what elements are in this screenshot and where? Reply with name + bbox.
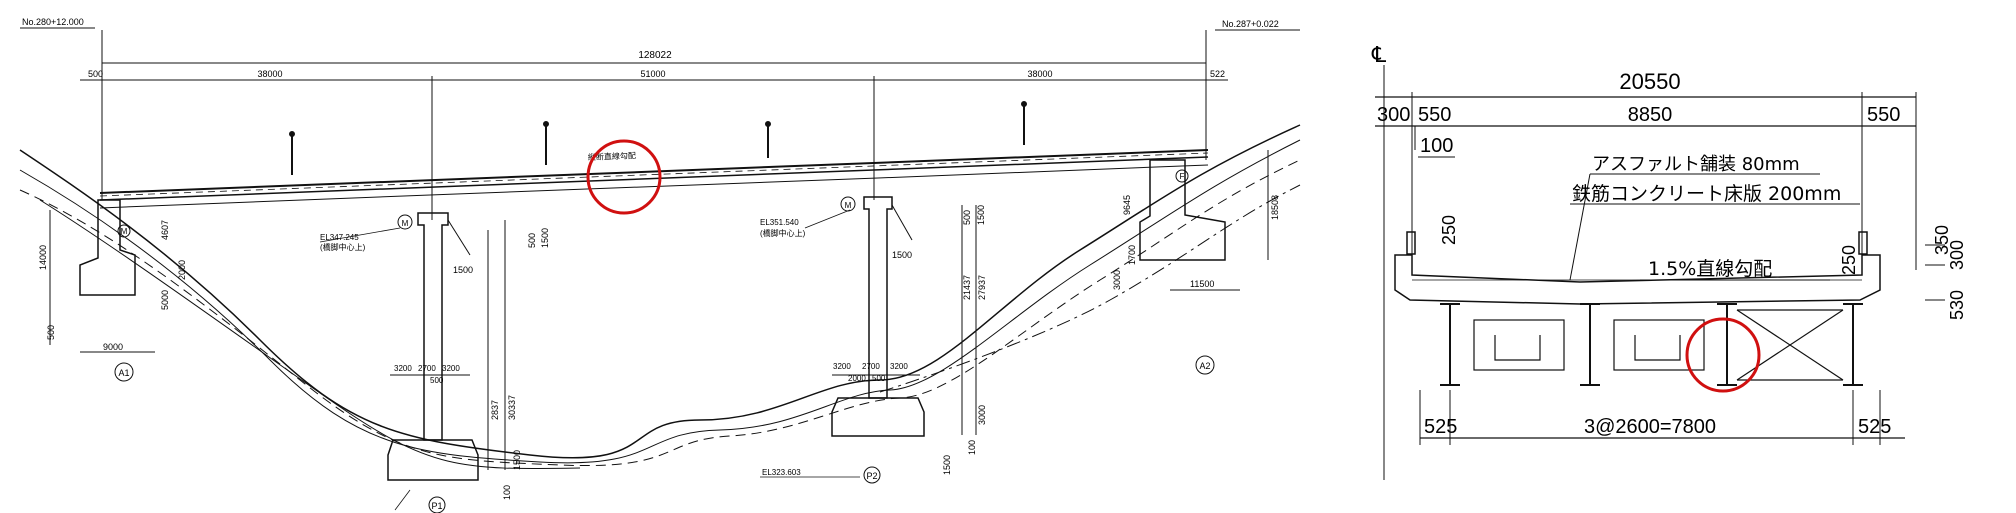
bearing-m-a1: M	[121, 227, 128, 236]
abut-left-dim-5: 500	[46, 325, 56, 340]
pier1-height-2: 30337	[507, 395, 517, 420]
abut-left-dim-2: 4607	[160, 220, 170, 240]
abut-left-dim-4: 5000	[160, 290, 170, 310]
depth-250-right: 250	[1839, 245, 1859, 275]
abut-left-dim-6: 9000	[103, 342, 123, 352]
pier2-dim-1500: 1500	[892, 250, 912, 260]
bridge-deck: 縦断直線勾配	[99, 149, 1209, 209]
pier2-width-3: 3200	[890, 362, 908, 371]
slab-note: 鉄筋コンクリート床版 200mm	[1572, 183, 1841, 205]
abut-right-dim-1: 9645	[1122, 195, 1132, 215]
abut-right-dim-4: 11500	[1190, 279, 1214, 289]
label-p1: P1	[431, 501, 442, 511]
pier2-foot-1: 3000	[977, 405, 987, 425]
highlight-circle-elevation	[586, 139, 662, 215]
terrain-profile	[19, 124, 1301, 470]
pier1-height-1: 2837	[490, 400, 500, 420]
bearing-m-p1: M	[402, 219, 409, 228]
span-dimensions: 500 38000 51000 38000 522	[80, 69, 1228, 220]
pier2-height-3: 500	[962, 210, 972, 225]
centerline-symbol: ℄	[1371, 42, 1387, 67]
end-left-label: 500	[88, 69, 103, 79]
bearing-m-p2: M	[845, 201, 852, 210]
bearing-f-a2: F	[1180, 172, 1185, 181]
span-2-label: 51000	[640, 69, 665, 79]
pier2-width-4: 2000	[848, 374, 866, 383]
girder-end-right-label: 525	[1858, 416, 1891, 438]
grade-note-label: 縦断直線勾配	[588, 150, 636, 162]
abut-left-dim-3: 2000	[177, 260, 187, 280]
station-right-label: No.287+0.022	[1222, 19, 1279, 29]
depth-350: 350	[1932, 225, 1952, 255]
depth-530: 530	[1947, 290, 1967, 320]
abutment-a1: 14000 4607 2000 5000 500 9000 M A1	[38, 199, 187, 382]
pier1-dim-1500: 1500	[453, 265, 473, 275]
depth-300: 300	[1947, 240, 1967, 270]
overall-dimension: 128022	[101, 30, 1207, 200]
lamp-posts	[289, 101, 1027, 175]
pier2-width-1: 3200	[833, 362, 851, 371]
pier-p1: EL347.245 (橋脚中心上) M 1500 2837 30337 500 …	[319, 212, 550, 513]
width-8850-label: 8850	[1628, 104, 1673, 126]
pier2-height-2: 27937	[977, 275, 987, 300]
label-a1: A1	[118, 368, 129, 378]
span-1-label: 38000	[257, 69, 282, 79]
width-300-label: 300	[1377, 104, 1410, 126]
pier2-foot-3: 1500	[942, 455, 952, 475]
width-100-label: 100	[1420, 135, 1453, 157]
pier1-height-4: 1500	[540, 228, 550, 248]
abut-right-dim-2: 3000	[1112, 270, 1122, 290]
girder-end-left-label: 525	[1424, 416, 1457, 438]
total-length-label: 128022	[638, 50, 672, 61]
total-width-label: 20550	[1619, 69, 1680, 94]
end-right-label: 522	[1210, 69, 1225, 79]
pier2-elev-label: EL351.540	[760, 218, 799, 227]
pier2-width-5: 500	[872, 374, 886, 383]
abut-right-dim-3: 1700	[1127, 245, 1137, 265]
station-left-label: No.280+12.000	[22, 17, 84, 27]
pier2-width-2: 2700	[862, 362, 880, 371]
pier1-width-4: 500	[430, 376, 444, 385]
pier1-note-label: (橋脚中心上)	[320, 242, 366, 252]
pier1-width-2: 2700	[418, 364, 436, 373]
pier1-width-3: 3200	[442, 364, 460, 373]
width-550-right-label: 550	[1867, 104, 1900, 126]
highlight-circle-section	[1685, 317, 1761, 393]
steel-girders	[1440, 303, 1863, 386]
asphalt-note: アスファルト舗装 80mm	[1592, 154, 1800, 175]
cross-section-view: ℄ 20550 300 550 8850 550 100 アスファルト舗装 80…	[1371, 42, 1967, 480]
pier2-foot-2: 100	[967, 440, 977, 455]
slope-note: 1.5%直線勾配	[1648, 258, 1772, 280]
pier1-elev-label: EL347.245	[320, 233, 359, 242]
width-550-left-label: 550	[1418, 104, 1451, 126]
abut-left-dim-1: 14000	[38, 245, 48, 270]
ground-elev-label: EL323.603	[762, 468, 801, 477]
pier2-height-1: 21437	[962, 275, 972, 300]
pier2-note-label: (橋脚中心上)	[760, 228, 806, 238]
pier-p2: EL351.540 (橋脚中心上) M 1500 21437 27937 500…	[760, 196, 987, 484]
label-a2: A2	[1199, 361, 1210, 371]
pier1-foot-2: 100	[502, 485, 512, 500]
pier2-height-4: 1500	[976, 205, 986, 225]
span-3-label: 38000	[1027, 69, 1052, 79]
depth-250-left: 250	[1439, 215, 1459, 245]
abutment-a2: 11500 9645 3000 1700 18508 F A2	[1112, 150, 1280, 375]
pier1-foot-1: 1500	[512, 450, 522, 470]
cross-frames	[1473, 309, 1844, 381]
pier1-width-1: 3200	[394, 364, 412, 373]
pier1-height-3: 500	[527, 233, 537, 248]
label-p2: P2	[866, 471, 877, 481]
elevation-view: No.280+12.000 No.287+0.022 128022 500 38…	[19, 17, 1301, 513]
abut-right-dim-5: 18508	[1270, 195, 1280, 220]
girder-spacing-label: 3@2600=7800	[1584, 416, 1716, 438]
